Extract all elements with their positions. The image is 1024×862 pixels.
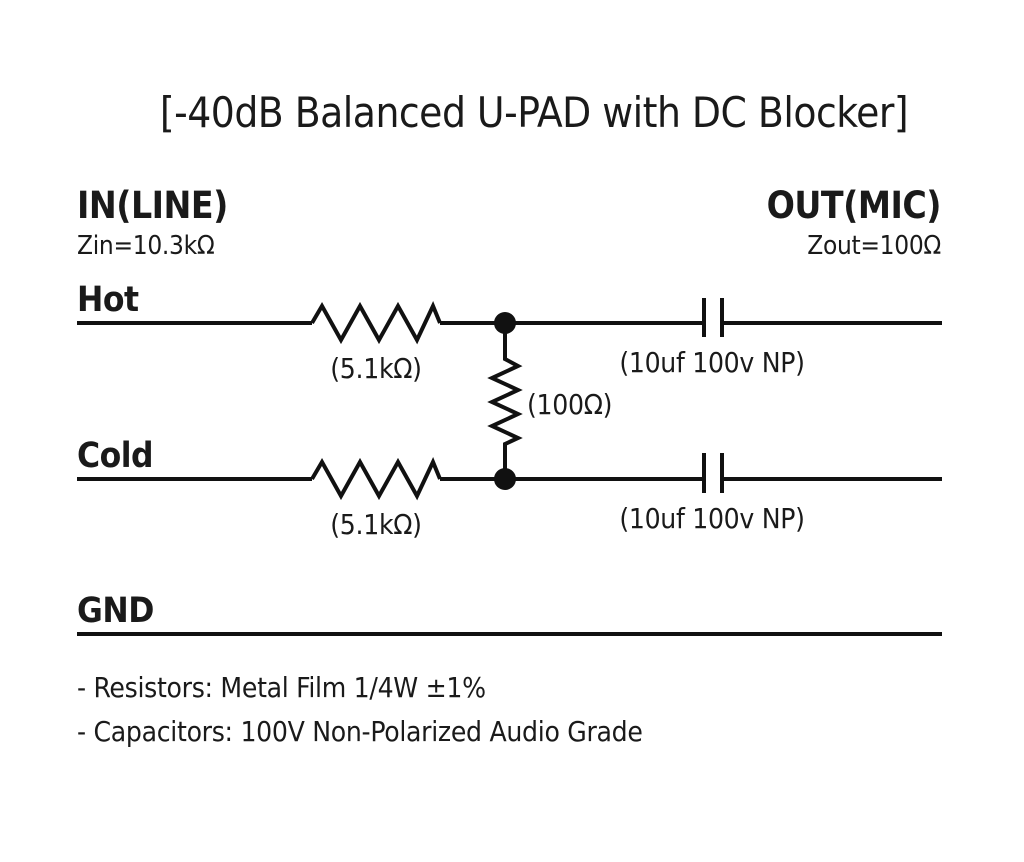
cold-capacitor-symbol xyxy=(702,453,724,493)
hot-resistor-value: (5.1kΩ) xyxy=(330,352,421,385)
shunt-resistor-symbol xyxy=(487,323,523,479)
cold-line-label: Cold xyxy=(77,436,153,476)
diagram-title: [-40dB Balanced U-PAD with DC Blocker] xyxy=(160,88,908,137)
shunt-resistor-value: (100Ω) xyxy=(527,388,612,421)
cold-capacitor-value: (10uf 100v NP) xyxy=(619,502,804,535)
hot-capacitor-symbol xyxy=(702,298,724,337)
gnd-line-label: GND xyxy=(77,591,154,631)
note-resistors: - Resistors: Metal Film 1/4W ±1% xyxy=(77,671,486,704)
note-capacitors: - Capacitors: 100V Non-Polarized Audio G… xyxy=(77,715,643,748)
output-label: OUT(MIC) xyxy=(767,184,941,227)
cold-junction-node xyxy=(494,468,516,490)
cold-resistor-value: (5.1kΩ) xyxy=(330,508,421,541)
hot-line-label: Hot xyxy=(77,280,139,320)
input-label: IN(LINE) xyxy=(77,184,228,227)
hot-resistor-symbol xyxy=(310,301,442,345)
cold-resistor-symbol xyxy=(310,457,442,501)
hot-capacitor-value: (10uf 100v NP) xyxy=(619,346,804,379)
output-impedance: Zout=100Ω xyxy=(807,231,941,261)
input-impedance: Zin=10.3kΩ xyxy=(77,231,214,261)
